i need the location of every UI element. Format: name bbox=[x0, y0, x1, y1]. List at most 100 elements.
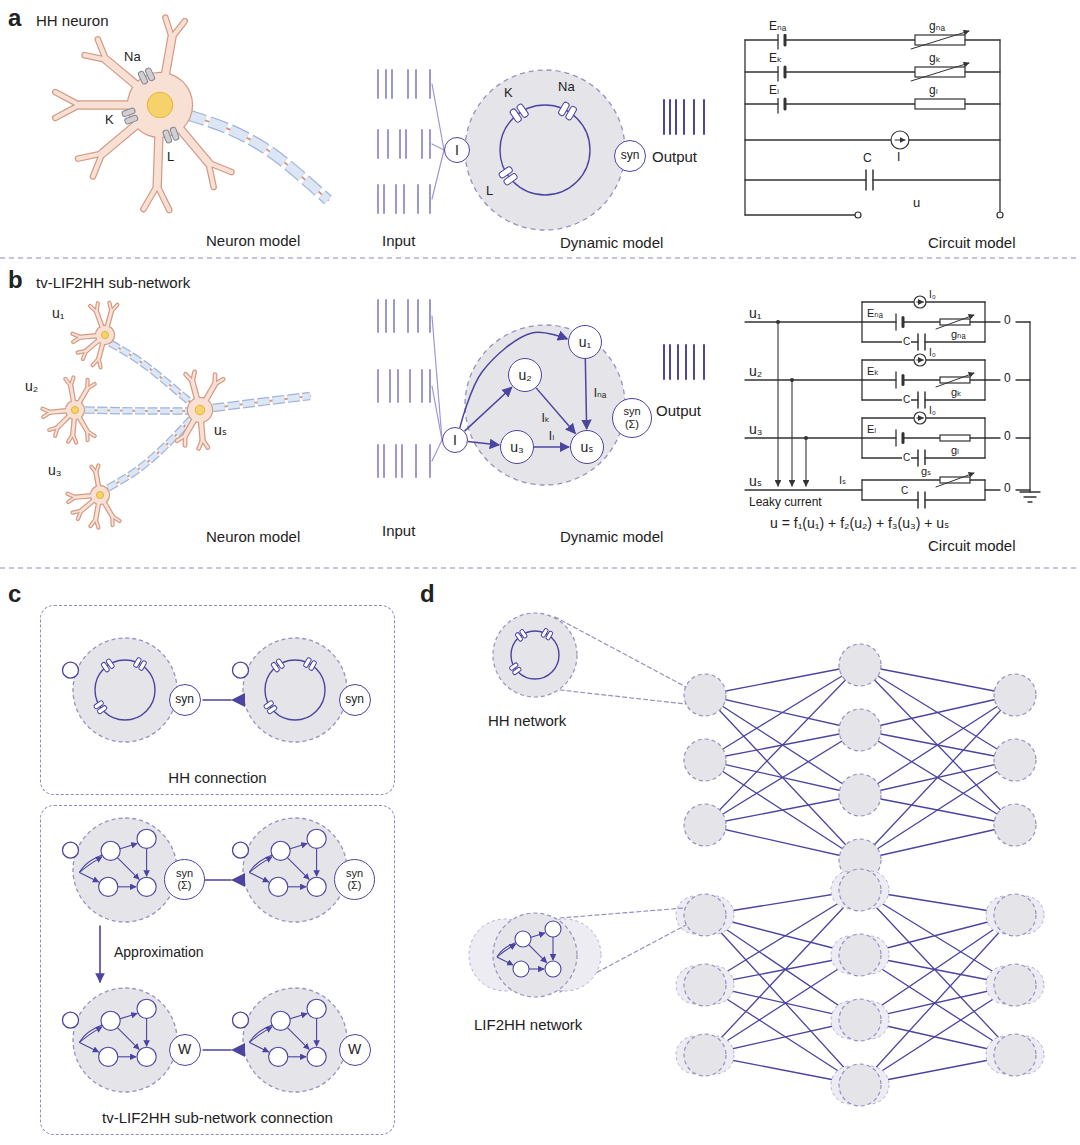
dendrite-outline bbox=[199, 439, 203, 448]
network-node bbox=[839, 869, 881, 911]
channel-subunit bbox=[263, 700, 274, 709]
dendrite bbox=[165, 38, 172, 75]
dendrite bbox=[81, 500, 93, 510]
dendrite bbox=[143, 185, 157, 209]
circuit-label: u₂ bbox=[748, 363, 763, 379]
dendrite bbox=[73, 434, 76, 442]
network-node bbox=[684, 674, 726, 716]
annotation-label: Output bbox=[656, 402, 701, 419]
dendrite bbox=[67, 494, 75, 497]
spike bbox=[377, 185, 379, 213]
channel-subunit bbox=[93, 700, 104, 709]
network-link bbox=[860, 665, 1015, 825]
network-node bbox=[839, 774, 881, 816]
dendrite-outline bbox=[165, 18, 171, 38]
dendrite-outline bbox=[192, 372, 194, 382]
circuit-label: 0 bbox=[1003, 430, 1012, 444]
circuit-wire bbox=[985, 489, 1000, 490]
ion-channel bbox=[122, 107, 139, 124]
dendrite bbox=[111, 305, 117, 311]
dendrite bbox=[86, 340, 98, 350]
hh-unit-icon bbox=[493, 613, 577, 697]
circuit-wire bbox=[965, 39, 1000, 40]
circuit-wire bbox=[745, 39, 778, 40]
network-link bbox=[860, 825, 1015, 860]
dendrite-outline bbox=[43, 412, 50, 417]
ion-channel bbox=[93, 700, 107, 714]
ion-channel bbox=[509, 662, 522, 675]
dendrite bbox=[185, 420, 194, 436]
network-link bbox=[705, 955, 860, 1055]
dendrite bbox=[98, 39, 106, 59]
spike bbox=[421, 130, 423, 158]
circuit-wire bbox=[1016, 321, 1030, 322]
current-arrow bbox=[468, 441, 499, 445]
dendrite-outline bbox=[73, 434, 76, 442]
lif2hh-circuit bbox=[745, 296, 1040, 508]
junction-dot bbox=[776, 320, 780, 324]
dendrite bbox=[65, 379, 70, 386]
circuit-wire bbox=[925, 341, 985, 342]
node-text: u₁ bbox=[579, 334, 592, 350]
annotation-label: Na bbox=[558, 80, 575, 95]
circuit-label: Eₗ bbox=[866, 423, 877, 436]
panel-letter: b bbox=[8, 266, 23, 294]
sub-unit bbox=[137, 829, 156, 848]
circuit-label: 0 bbox=[1003, 482, 1012, 496]
dendrite bbox=[215, 379, 223, 384]
unit-circle: syn bbox=[339, 684, 371, 716]
myelin-sheath bbox=[85, 410, 188, 411]
circuit-wire bbox=[745, 489, 862, 490]
spike bbox=[401, 445, 403, 477]
spike bbox=[415, 445, 417, 477]
channel-subunit bbox=[308, 660, 317, 671]
spike bbox=[385, 300, 387, 332]
spike bbox=[663, 100, 665, 134]
dendrite bbox=[76, 496, 92, 497]
dendrite bbox=[99, 359, 101, 368]
neuron-circle bbox=[73, 818, 177, 922]
network-node bbox=[839, 934, 881, 976]
soma bbox=[66, 401, 84, 419]
sub-unit bbox=[545, 961, 561, 977]
network-link bbox=[860, 695, 1015, 860]
spike bbox=[377, 300, 379, 332]
annotation-label: K bbox=[105, 113, 114, 128]
sub-arrow bbox=[287, 858, 309, 880]
ground-symbol bbox=[1020, 491, 1040, 492]
synapse-triangle bbox=[231, 693, 245, 707]
sub-arrow bbox=[529, 945, 547, 963]
annotation-label: HH network bbox=[488, 712, 566, 729]
panel-letter: c bbox=[8, 580, 21, 608]
membrane-ring bbox=[95, 660, 155, 720]
dendrite bbox=[90, 306, 97, 312]
circuit-wire bbox=[965, 103, 1000, 104]
sub-input bbox=[249, 1042, 268, 1052]
spike bbox=[397, 370, 399, 402]
unit-circle: u₂ bbox=[508, 358, 542, 392]
dendrite-outline bbox=[73, 337, 80, 342]
circuit-wire bbox=[862, 437, 896, 438]
resistor-symbol bbox=[915, 99, 965, 109]
neuron-circle bbox=[243, 638, 347, 742]
spike bbox=[663, 345, 665, 379]
circuit-wire bbox=[970, 479, 985, 480]
ion-channel bbox=[162, 127, 179, 144]
network-node bbox=[684, 1034, 726, 1076]
circuit-label: Iₛ bbox=[838, 474, 847, 487]
circuit-wire bbox=[965, 71, 1000, 72]
dendrite bbox=[78, 351, 87, 353]
dendrite-outline bbox=[107, 311, 111, 326]
channel-subunit bbox=[145, 67, 156, 81]
dendrite bbox=[42, 409, 50, 412]
channel-subunit bbox=[519, 629, 527, 639]
unit-circle: syn (Σ) bbox=[334, 859, 375, 900]
sub-neuron-illustration bbox=[67, 465, 119, 527]
dendrite-outline bbox=[172, 21, 185, 37]
circuit-label: gₛ bbox=[920, 465, 932, 478]
variable-arrow bbox=[936, 315, 974, 329]
network-node bbox=[994, 894, 1036, 936]
circuit-wire bbox=[999, 40, 1000, 212]
synapse-link bbox=[203, 1049, 231, 1050]
